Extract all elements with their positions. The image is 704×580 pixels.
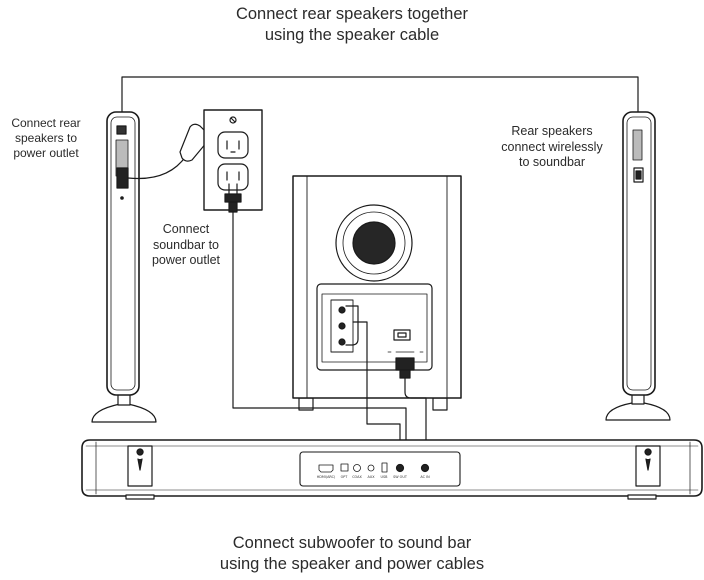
terminal-jack: [338, 306, 346, 314]
keyhole-icon: [644, 448, 652, 471]
top-caption-line-2: using the speaker cable: [264, 25, 440, 44]
status-led: [120, 196, 124, 200]
callout-line: speakers to: [14, 131, 78, 145]
wall-outlet: [203, 109, 263, 211]
port-label: OPT: [341, 475, 349, 479]
usb-port-icon: [381, 462, 388, 473]
speaker-terminal-panel: [632, 129, 643, 161]
soundbar-power-cable: [232, 211, 407, 465]
ac-in-port-icon: [420, 463, 430, 473]
subwoofer-speaker-cable: [345, 305, 359, 346]
subwoofer: [292, 175, 462, 411]
speaker-tower: [106, 111, 140, 396]
outlet-plate: [203, 109, 263, 211]
soundbar-port-panel: [299, 451, 461, 487]
speaker-tower-inner: [626, 116, 652, 391]
sw-out-port-icon: [395, 463, 405, 473]
callout-line: to soundbar: [518, 155, 586, 170]
hdmi-port-icon: [318, 464, 334, 473]
top-caption-line-1: Connect rear speakers together: [235, 5, 469, 23]
plug-prongs: [228, 183, 238, 195]
voltage-switch: [393, 329, 411, 341]
speaker-base: [91, 403, 157, 423]
right-rear-speaker: [605, 111, 671, 421]
bottom-caption-line-1: Connect subwoofer to sound bar: [232, 534, 472, 552]
soundbar: HDMI(ARC) OPT COAX AUX USB SW OUT AC IN: [81, 439, 703, 500]
opt-port-icon: [340, 463, 349, 472]
top-caption: Connect rear speakers together using the…: [0, 4, 704, 45]
port-label: USB: [381, 475, 389, 479]
subwoofer-power-cable: [404, 377, 427, 465]
speaker-tower-inner: [110, 116, 136, 391]
callout-line: soundbar to: [152, 237, 220, 252]
soundbar-power-callout: Connect soundbar to power outlet: [136, 222, 236, 269]
soundbar-foot: [627, 494, 657, 500]
power-plug-body: [399, 369, 411, 379]
power-jack: [116, 167, 129, 189]
port-label: AC IN: [420, 475, 430, 479]
speaker-terminal: [116, 125, 127, 135]
speaker-tower: [622, 111, 656, 396]
callout-line: Connect: [162, 222, 210, 236]
bottom-caption: Connect subwoofer to sound bar using the…: [0, 533, 704, 574]
power-inlet: [395, 357, 415, 371]
rear-speakers-power-callout: Connect rear speakers to power outlet: [2, 116, 90, 161]
outlet-screw-slot: [230, 117, 236, 123]
callout-line: Connect rear: [11, 116, 81, 130]
plug-body: [224, 193, 242, 203]
callout-line: power outlet: [13, 146, 79, 160]
plug-grip: [228, 201, 238, 213]
subwoofer-front-panel: [306, 175, 448, 399]
speaker-base: [605, 402, 671, 421]
port-label: COAX: [352, 475, 362, 479]
soundbar-port-labels: HDMI(ARC) OPT COAX AUX USB SW OUT AC IN: [317, 475, 430, 479]
outlet-screw: [229, 116, 237, 124]
bottom-caption-line-2: using the speaker and power cables: [219, 554, 485, 573]
callout-line: connect wirelessly: [501, 139, 603, 154]
port-label: HDMI(ARC): [317, 475, 336, 479]
terminal-jack: [338, 322, 346, 330]
outlet-socket-lower: [217, 163, 249, 191]
socket-slots: [226, 171, 240, 181]
aux-port-icon: [367, 464, 375, 472]
socket-slots: [226, 140, 240, 153]
woofer-cone: [352, 221, 396, 265]
port-label: AUX: [367, 475, 375, 479]
callout-line: power outlet: [151, 253, 221, 268]
subwoofer-speaker-cable: [352, 321, 401, 465]
keyhole-icon: [136, 448, 144, 471]
soundbar-divider: [95, 441, 691, 495]
terminal-jack: [338, 338, 346, 346]
outlet-socket-upper: [217, 131, 249, 159]
woofer-surround: [335, 204, 413, 282]
left-rear-speaker: [91, 111, 157, 423]
coax-port-icon: [353, 464, 361, 472]
port-label: SW OUT: [393, 475, 408, 479]
wireless-callout: Rear speakers connect wirelessly to soun…: [486, 124, 618, 171]
soundbar-inner-edge: [85, 445, 699, 491]
callout-line: Rear speakers: [511, 124, 593, 138]
rear-speaker-power-cable: [127, 155, 187, 180]
soundbar-foot: [125, 494, 155, 500]
woofer-ring: [342, 211, 406, 275]
power-jack-inner: [635, 170, 642, 180]
subwoofer-foot: [432, 397, 448, 411]
rear-speaker-cable: [121, 76, 639, 113]
